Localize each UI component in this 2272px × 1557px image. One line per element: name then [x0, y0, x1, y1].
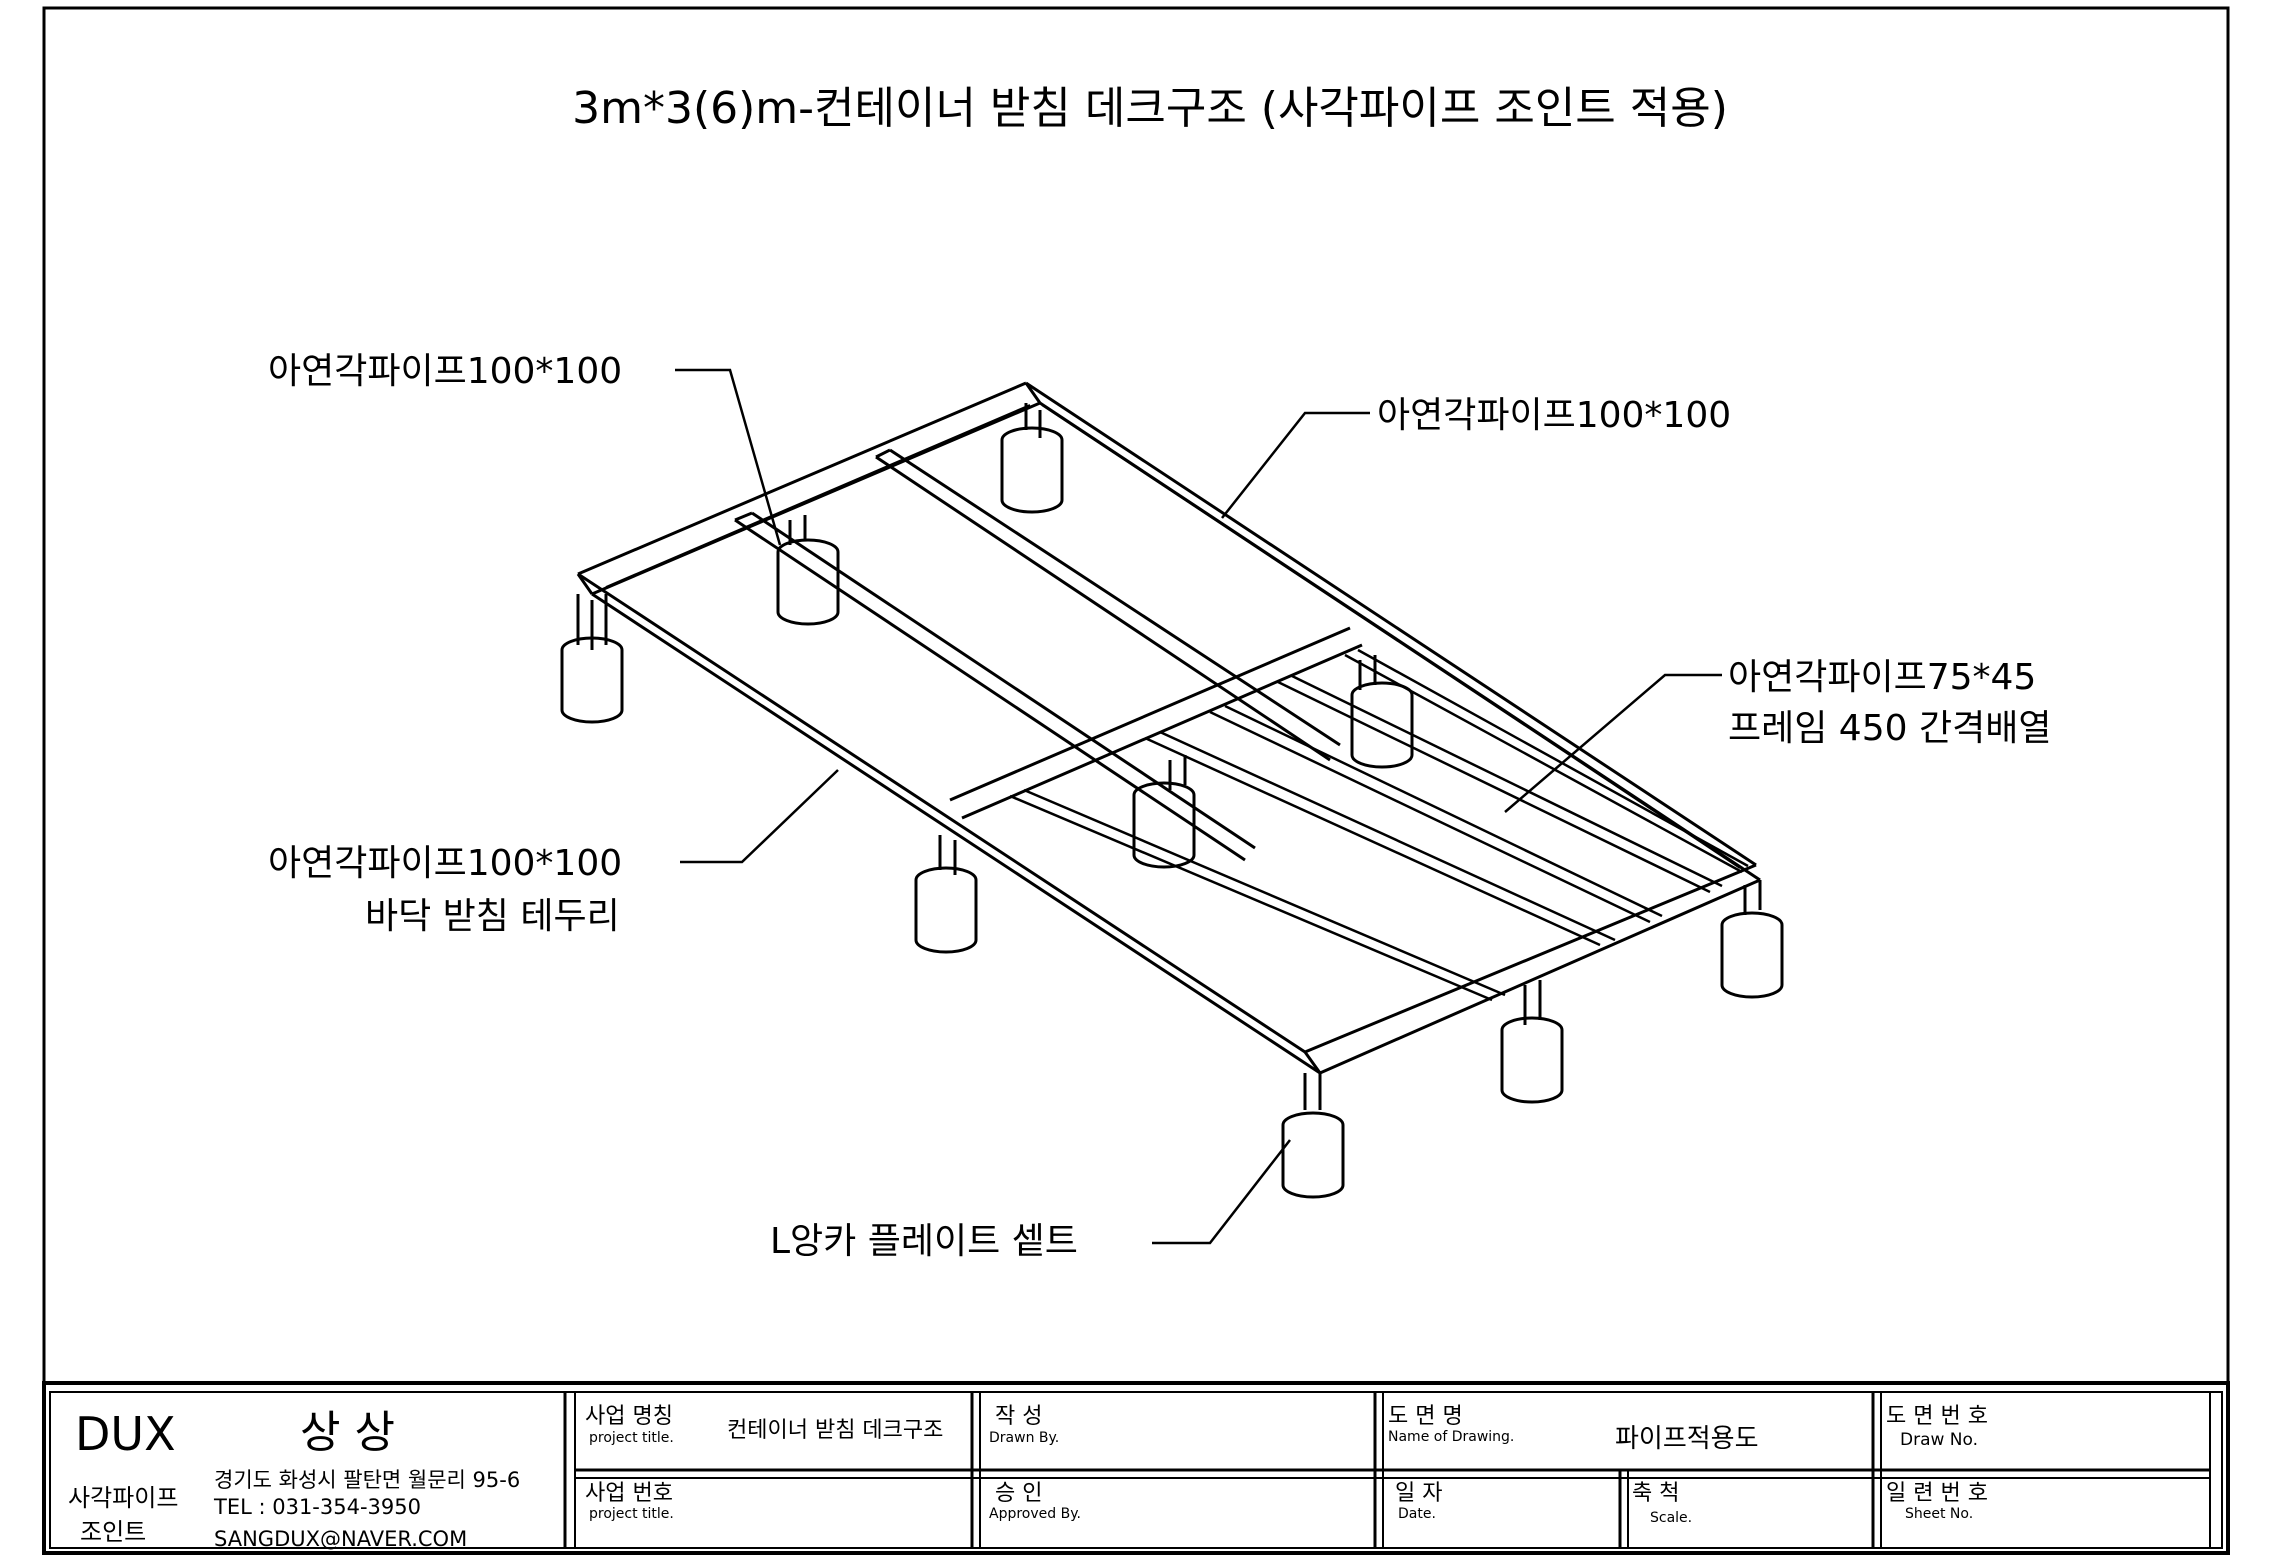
- scale-sublabel: Scale.: [1650, 1510, 1692, 1526]
- back-edge-beam: [577, 381, 1042, 596]
- scale-label: 축 척: [1632, 1481, 1679, 1506]
- company-product-line1: 사각파이프: [68, 1484, 178, 1512]
- leader-right: [1504, 673, 1722, 813]
- callouts: 아연각파이프100*100 아연각파이프100*100 아연각파이프75*45 …: [268, 351, 2051, 1262]
- middle-cross-beam: [949, 626, 1363, 820]
- drawn-by-sublabel: Drawn By.: [989, 1430, 1059, 1446]
- title-block: DUX 상 상 사각파이프 조인트 경기도 화성시 팔탄면 월문리 95-6 T…: [42, 1381, 2230, 1555]
- callout-left-line1: 아연각파이프100*100: [268, 843, 622, 884]
- project-name-value: 컨테이너 받침 데크구조: [727, 1418, 943, 1443]
- callout-top-left: 아연각파이프100*100: [268, 351, 622, 392]
- leader-top-right: [1221, 411, 1370, 519]
- sheet-border: [42, 6, 2230, 1555]
- approved-by-sublabel: Approved By.: [989, 1506, 1081, 1522]
- approved-by-label: 승 인: [995, 1481, 1042, 1506]
- project-no-label: 사업 번호: [585, 1481, 673, 1506]
- project-no-sublabel: project title.: [589, 1506, 674, 1522]
- drawn-by-label: 작 성: [995, 1404, 1042, 1429]
- drawing-title: 3m*3(6)m-컨테이너 받침 데크구조 (사각파이프 조인트 적용): [572, 83, 1728, 134]
- drawing-name-value: 파이프적용도: [1615, 1424, 1759, 1454]
- company-name: 상 상: [300, 1407, 395, 1458]
- deck-frame: [560, 381, 1784, 1199]
- date-label: 일 자: [1395, 1481, 1442, 1506]
- leader-bottom: [1152, 1139, 1291, 1245]
- leader-top-left: [675, 368, 782, 546]
- callout-bottom: L앙카 플레이트 셑트: [770, 1221, 1078, 1262]
- front-edge-beam: [1303, 863, 1761, 1075]
- footings: [560, 403, 1784, 1199]
- sheet-no-label: 일 련 번 호: [1886, 1481, 1988, 1506]
- project-name-label: 사업 명칭: [585, 1404, 673, 1429]
- drawing-no-sublabel: Draw No.: [1900, 1430, 1978, 1450]
- company-tel: TEL : 031-354-3950: [213, 1495, 421, 1519]
- leader-left: [680, 769, 839, 864]
- back-joists: [734, 448, 1341, 862]
- company-address: 경기도 화성시 팔탄면 월문리 95-6: [214, 1468, 520, 1492]
- callout-right-line2: 프레임 450 간격배열: [1728, 708, 2051, 749]
- sheet-no-sublabel: Sheet No.: [1905, 1506, 1973, 1522]
- project-name-sublabel: project title.: [589, 1430, 674, 1446]
- left-edge-beam: [576, 572, 1321, 1075]
- date-sublabel: Date.: [1398, 1506, 1436, 1522]
- callout-top-right: 아연각파이프100*100: [1377, 395, 1731, 436]
- callout-left-line2: 바닥 받침 테두리: [365, 896, 620, 937]
- drawing-name-sublabel: Name of Drawing.: [1388, 1429, 1514, 1445]
- drawing-no-label: 도 면 번 호: [1886, 1404, 1988, 1429]
- drawing-name-label: 도 면 명: [1388, 1404, 1463, 1429]
- company-brand: DUX: [75, 1407, 176, 1461]
- callout-right-line1: 아연각파이프75*45: [1728, 657, 2036, 698]
- company-email: SANGDUX@NAVER.COM: [214, 1527, 467, 1551]
- company-product-line2: 조인트: [80, 1518, 146, 1546]
- front-joists: [1009, 648, 1749, 1002]
